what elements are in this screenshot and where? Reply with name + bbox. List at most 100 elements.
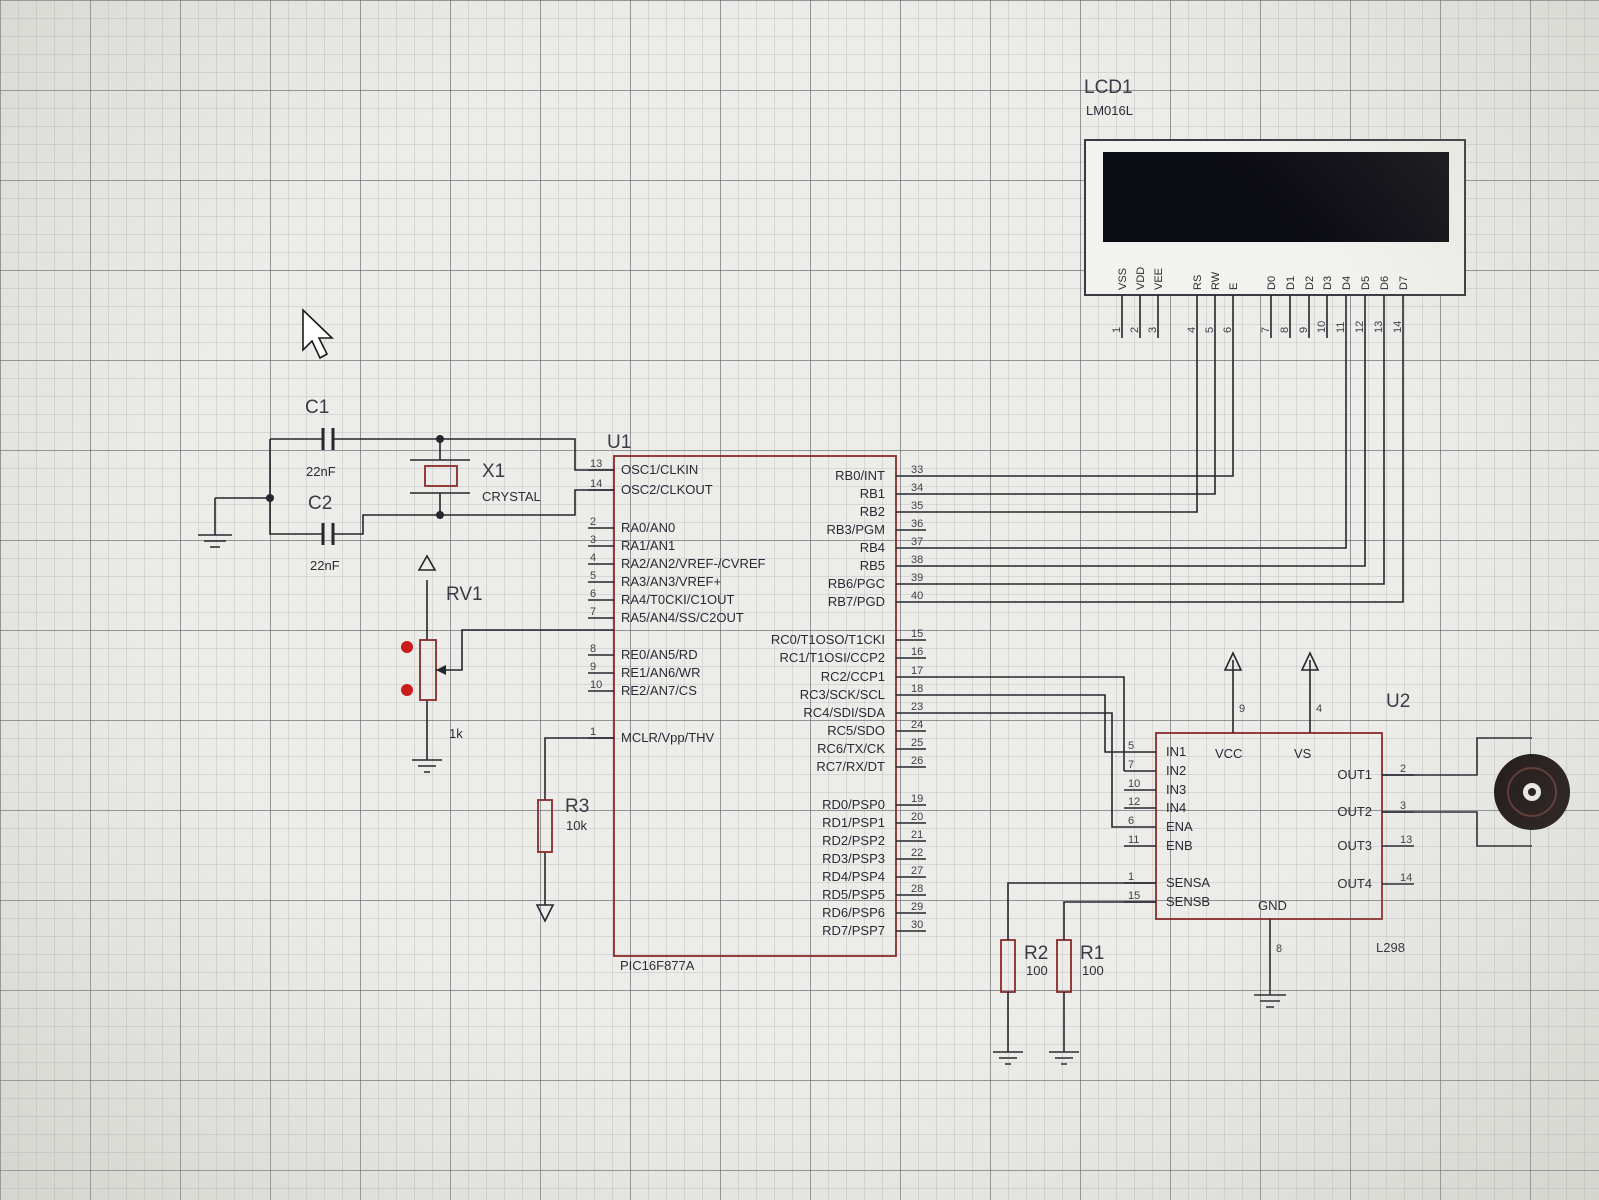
u2-ground-symbol bbox=[1254, 994, 1286, 1008]
lcd1-pin-number: 9 bbox=[1298, 327, 1310, 333]
lcd1-pin-label: D2 bbox=[1304, 276, 1316, 290]
u2-pin-number: 2 bbox=[1400, 763, 1406, 775]
u1-pin-label: RD2/PSP2 bbox=[822, 833, 885, 848]
u1-pin-label: OSC1/CLKIN bbox=[621, 462, 698, 477]
wire-rb0-e bbox=[926, 338, 1234, 477]
u1-pin-label: RE1/AN6/WR bbox=[621, 665, 700, 680]
u1-pin-label: RC6/TX/CK bbox=[817, 741, 885, 756]
u1-right-pins: 33RB0/INT34RB135RB236RB3/PGM37RB438RB539… bbox=[771, 464, 926, 938]
u1-pin-label: RB6/PGC bbox=[828, 576, 885, 591]
u1-pin-number: 4 bbox=[590, 552, 596, 564]
u2-power-arrow bbox=[1223, 651, 1243, 671]
u1-pin-number: 36 bbox=[911, 518, 923, 530]
lcd1-pin-label: D3 bbox=[1322, 276, 1334, 290]
lcd1[interactable]: LCD1 LM016L VSS1VDD2VEE3RS4RW5E6D07D18D2… bbox=[1084, 77, 1466, 338]
wire-rc4-ena bbox=[926, 712, 1124, 828]
dc-motor[interactable] bbox=[1382, 737, 1570, 847]
lcd1-pin-label: RW bbox=[1210, 271, 1222, 290]
mouse-cursor-icon bbox=[302, 308, 334, 360]
u2-pin-number: 7 bbox=[1128, 759, 1134, 771]
u2-pin-label: OUT1 bbox=[1337, 767, 1372, 782]
c2-ref: C2 bbox=[308, 493, 332, 514]
lcd1-pin-number: 8 bbox=[1279, 327, 1291, 333]
r2-value: 100 bbox=[1026, 963, 1048, 978]
u1-pin-number: 7 bbox=[590, 606, 596, 618]
u2-pin-label: IN4 bbox=[1166, 800, 1186, 815]
lcd1-pin-number: 1 bbox=[1111, 327, 1123, 333]
u2-pin-label: ENA bbox=[1166, 819, 1193, 834]
u1-pin-label: RD6/PSP6 bbox=[822, 905, 885, 920]
u1-pin-number: 34 bbox=[911, 482, 923, 494]
lcd1-pin-label: E bbox=[1228, 283, 1240, 290]
lcd1-pin-number: 7 bbox=[1260, 327, 1272, 333]
u1-pin-label: RC1/T1OSI/CCP2 bbox=[780, 650, 885, 665]
u1-pin-number: 27 bbox=[911, 865, 923, 877]
c2-value: 22nF bbox=[310, 558, 340, 573]
u1-pin-label: RC7/RX/DT bbox=[816, 759, 885, 774]
u1-pin-number: 23 bbox=[911, 701, 923, 713]
u1-pin-number: 13 bbox=[590, 458, 602, 470]
x1-ref: X1 bbox=[482, 461, 505, 482]
u1-pin-number: 30 bbox=[911, 919, 923, 931]
lcd1-pin-label: D5 bbox=[1360, 276, 1372, 290]
u1-pin-label: RB5 bbox=[860, 558, 885, 573]
lcd1-pin-number: 5 bbox=[1204, 327, 1216, 333]
lcd1-screen bbox=[1103, 152, 1449, 242]
u1-pin-number: 22 bbox=[911, 847, 923, 859]
lcd1-pin-label: VSS bbox=[1117, 268, 1129, 290]
u1-pin-label: RC5/SDO bbox=[827, 723, 885, 738]
crystal-circuit bbox=[198, 428, 614, 548]
u1-pin-number: 15 bbox=[911, 628, 923, 640]
u1-pin-label: RC4/SDI/SDA bbox=[803, 705, 885, 720]
u1-pin-label: RC0/T1OSO/T1CKI bbox=[771, 632, 885, 647]
u1-pin-number: 21 bbox=[911, 829, 923, 841]
u2-pin-label: IN3 bbox=[1166, 782, 1186, 797]
lcd1-pin-number: 13 bbox=[1373, 321, 1385, 333]
u1-pin-label: RB2 bbox=[860, 504, 885, 519]
u2-pin-label: OUT2 bbox=[1337, 804, 1372, 819]
u2-pin-number: 4 bbox=[1316, 703, 1322, 715]
x1[interactable]: X1 CRYSTAL bbox=[482, 461, 541, 504]
u2-pin-label: VS bbox=[1294, 746, 1312, 761]
u1-pin-label: RA2/AN2/VREF-/CVREF bbox=[621, 556, 766, 571]
lcd1-pin-label: D0 bbox=[1266, 276, 1278, 290]
u2-pin-number: 8 bbox=[1276, 943, 1282, 955]
u1-pin-label: RD5/PSP5 bbox=[822, 887, 885, 902]
lcd1-pin-label: D4 bbox=[1341, 276, 1353, 290]
wire-rb2-rs bbox=[926, 338, 1198, 513]
u1-pin-number: 20 bbox=[911, 811, 923, 823]
u1-pin-label: RD0/PSP0 bbox=[822, 797, 885, 812]
wire-rb5-d5 bbox=[926, 338, 1366, 567]
r3[interactable]: R3 10k bbox=[535, 737, 614, 923]
u1-pin-number: 40 bbox=[911, 590, 923, 602]
u2-pin-number: 14 bbox=[1400, 872, 1412, 884]
c1[interactable]: C1 22nF bbox=[305, 397, 336, 479]
u1-pin-number: 25 bbox=[911, 737, 923, 749]
lcd1-pin-label: VEE bbox=[1153, 268, 1165, 290]
u1-pin-label: RD4/PSP4 bbox=[822, 869, 885, 884]
lcd1-pin-number: 3 bbox=[1147, 327, 1159, 333]
lcd1-pins: VSS1VDD2VEE3RS4RW5E6D07D18D29D310D411D51… bbox=[1111, 267, 1410, 338]
u1-pin-label: RB4 bbox=[860, 540, 885, 555]
rv1[interactable]: RV1 1k bbox=[401, 554, 614, 773]
lcd1-pin-number: 14 bbox=[1392, 321, 1404, 333]
u1-pin-label: OSC2/CLKOUT bbox=[621, 482, 713, 497]
u2-pin-label: GND bbox=[1258, 898, 1287, 913]
u2-pin-number: 10 bbox=[1128, 778, 1140, 790]
u1-pin-label: RA1/AN1 bbox=[621, 538, 675, 553]
u1-pin-number: 5 bbox=[590, 570, 596, 582]
u1-pin-label: RB0/INT bbox=[835, 468, 885, 483]
c2[interactable]: C2 22nF bbox=[308, 493, 340, 573]
u1-pin-number: 17 bbox=[911, 665, 923, 677]
r1-ref: R1 bbox=[1080, 943, 1104, 964]
u1-pin-number: 1 bbox=[590, 726, 596, 738]
u2-pin-label: SENSB bbox=[1166, 894, 1210, 909]
u1-pin-number: 9 bbox=[590, 661, 596, 673]
r2[interactable]: R2 100 bbox=[993, 882, 1156, 1065]
wire-rc3-in1 bbox=[926, 694, 1124, 753]
r1[interactable]: R1 100 bbox=[1049, 901, 1156, 1065]
rv1-pin-marker-top bbox=[401, 641, 413, 653]
